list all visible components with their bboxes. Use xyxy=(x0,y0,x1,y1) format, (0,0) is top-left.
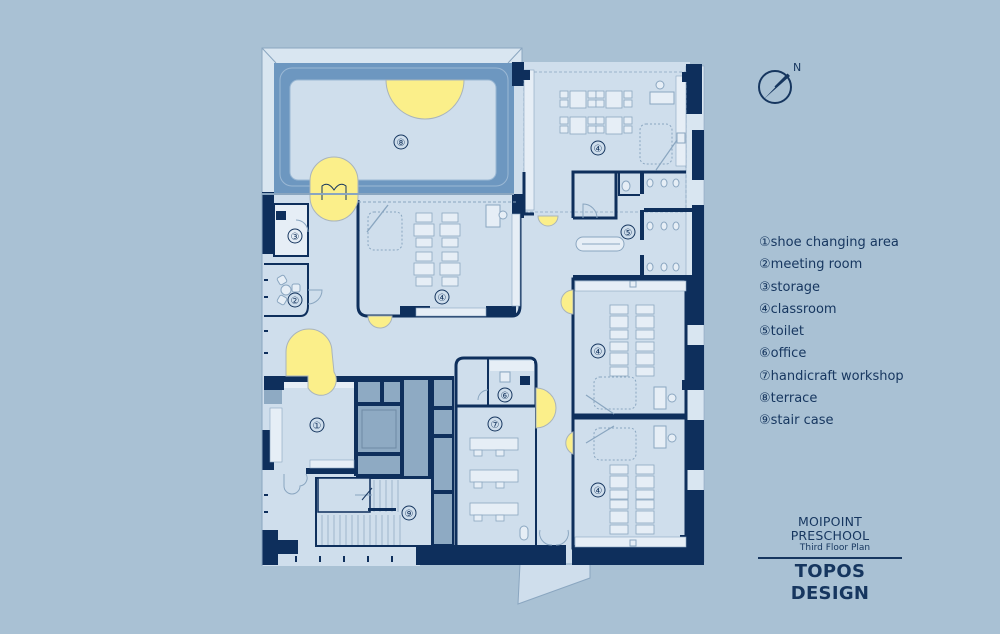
classroom-ne xyxy=(520,69,692,227)
room-legend: ①shoe changing area ②meeting room ③stora… xyxy=(759,232,904,433)
room-label-classroom: ④ xyxy=(594,347,603,358)
stair-case xyxy=(315,477,433,547)
legend-item: ⑨stair case xyxy=(759,413,834,429)
plan-subtitle: Third Floor Plan xyxy=(799,543,871,553)
room-label-classroom: ④ xyxy=(594,486,603,497)
room-label-toilet: ⑤ xyxy=(624,228,633,239)
room-label-storage: ③ xyxy=(291,232,300,243)
meeting-room xyxy=(264,263,323,317)
classroom-e2 xyxy=(565,416,688,550)
project-name: MOIPOINT PRESCHOOL xyxy=(790,514,870,543)
title-divider xyxy=(758,557,902,559)
legend-item: ③storage xyxy=(759,279,821,295)
terrace-area xyxy=(261,47,523,195)
room-labels: ⑧ ④ ⑤ ③ ② ④ ④ ① ⑥ ⑦ ④ ⑨ xyxy=(287,134,636,521)
firm-name: TOPOS DESIGN xyxy=(790,561,870,604)
window-mullions xyxy=(264,279,393,562)
work-tables xyxy=(469,437,519,522)
room-label-classroom: ④ xyxy=(438,293,447,304)
desks xyxy=(413,212,461,287)
legend-item: ⑦handicraft workshop xyxy=(759,368,904,384)
room-label-workshop: ⑦ xyxy=(491,420,500,431)
room-label-stair: ⑨ xyxy=(405,509,414,520)
legend-item: ④classroom xyxy=(759,301,837,317)
compass-icon xyxy=(758,70,792,104)
classroom-e1 xyxy=(560,277,690,417)
room-label-office: ⑥ xyxy=(501,391,510,402)
legend-item: ⑤toilet xyxy=(759,324,805,340)
desks xyxy=(609,304,655,535)
north-compass: N xyxy=(756,61,806,107)
room-label-shoe: ① xyxy=(313,421,322,432)
door-swing xyxy=(309,156,359,222)
room-label-classroom: ④ xyxy=(594,144,603,155)
classroom-nw xyxy=(356,200,522,329)
legend-item: ⑧terrace xyxy=(759,391,818,407)
legend-item: ①shoe changing area xyxy=(759,235,899,250)
north-label: N xyxy=(793,61,802,74)
legend-item: ⑥office xyxy=(759,346,807,362)
title-block: MOIPOINT PRESCHOOL Third Floor Plan TOPO… xyxy=(758,515,902,605)
walls xyxy=(262,62,704,565)
core xyxy=(356,376,454,546)
room-label-terrace: ⑧ xyxy=(397,138,406,149)
office-workshop xyxy=(454,356,569,546)
desks xyxy=(559,90,633,135)
toilet-room xyxy=(571,170,692,279)
legend-item: ②meeting room xyxy=(759,257,863,273)
storage-room xyxy=(273,203,309,257)
room-label-meeting: ② xyxy=(291,296,300,307)
